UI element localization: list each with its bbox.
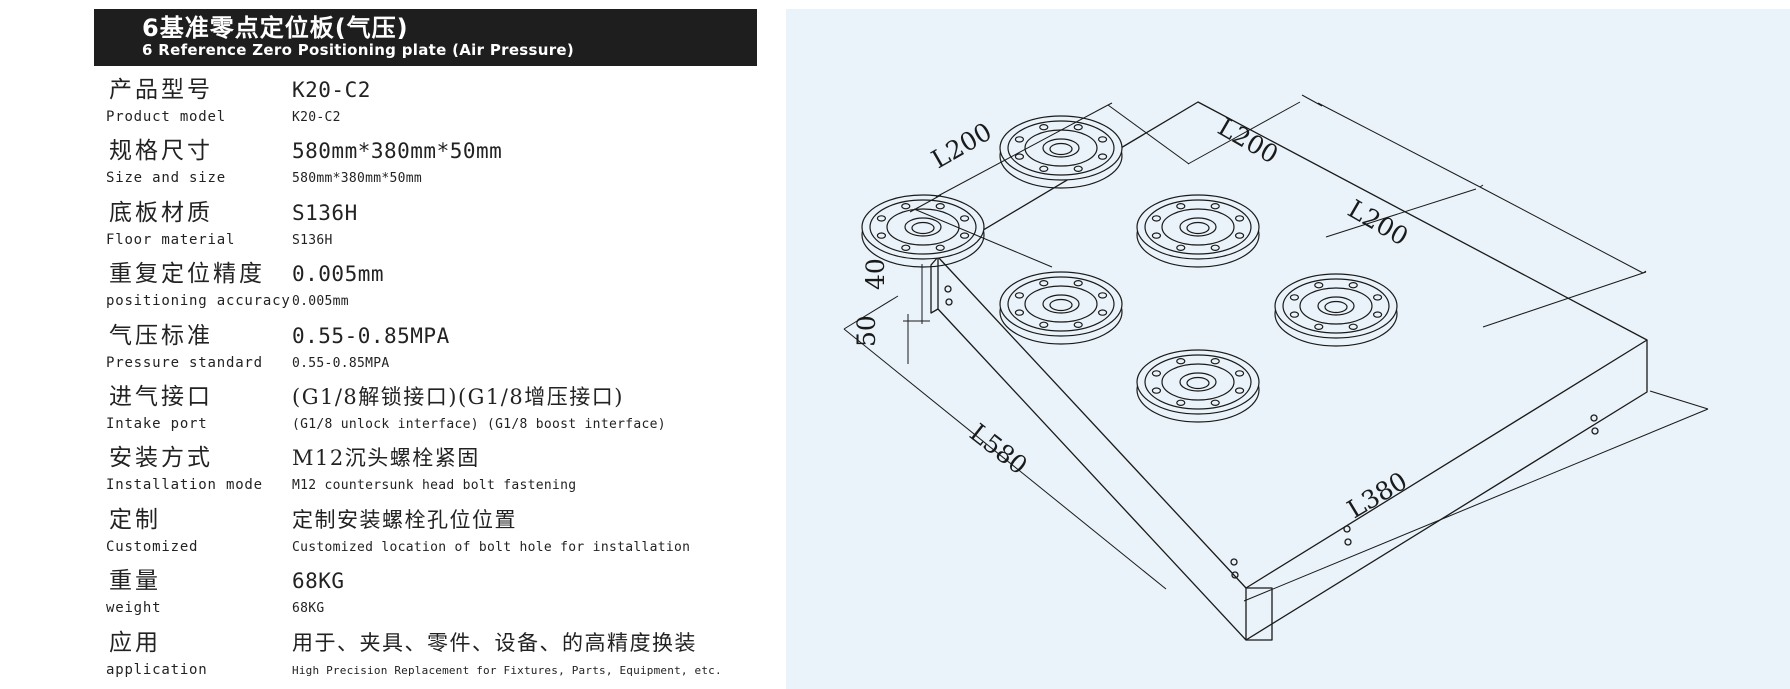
value-main: 用于、夹具、零件、设备、的高精度换装 [292,630,697,655]
spec-row-material: 底板材质 Floor material S136H S136H [94,193,757,254]
plate-chamfer-left [930,256,939,314]
label-en: Installation mode [106,477,263,494]
spec-table: 产品型号 Product model K20-C2 K20-C2 规格尺寸 Si… [94,70,757,684]
label-cn: 重量 [109,568,161,595]
spec-row-installation: 安装方式 Installation mode M12沉头螺栓紧固 M12 cou… [94,438,757,499]
chuck-1 [999,115,1123,189]
label-cn: 规格尺寸 [109,138,213,165]
value-sub: (G1/8 unlock interface) (G1/8 boost inte… [292,416,666,432]
value-main: 580mm*380mm*50mm [292,139,503,164]
label-en: Pressure standard [106,354,263,371]
spec-row-size: 规格尺寸 Size and size 580mm*380mm*50mm 580m… [94,131,757,192]
label-cn: 产品型号 [109,77,213,103]
value-main: 0.005mm [292,262,385,287]
value-sub: 580mm*380mm*50mm [292,171,423,187]
label-en: Size and size [106,170,226,187]
title-en: 6 Reference Zero Positioning plate (Air … [142,41,575,59]
dimension-lines [843,94,1709,602]
dim-50: 50 [852,315,881,347]
label-cn: 底板材质 [109,199,213,226]
label-cn: 定制 [109,506,161,533]
value-main: S136H [292,200,358,225]
dim-l580: L580 [964,418,1033,480]
label-en: positioning accuracy [106,293,291,310]
value-main: 0.55-0.85MPA [292,323,450,348]
plate-chamfer-front [1246,587,1273,641]
chuck-4 [999,271,1123,345]
spec-row-weight: 重量 weight 68KG 68KG [94,561,757,622]
dim-l200-top: L200 [1213,112,1283,169]
value-main: 68KG [292,569,345,594]
plate-drawing: L200 L200 L200 40 50 L580 L380 [843,94,1709,641]
spec-panel: 6基准零点定位板(气压) 6 Reference Zero Positionin… [94,9,757,678]
plate-right-side [1245,340,1648,641]
zero-point-chucks [861,115,1398,423]
value-main: K20-C2 [292,78,371,102]
label-en: application [106,661,208,678]
spec-header: 6基准零点定位板(气压) 6 Reference Zero Positionin… [94,9,757,66]
value-sub: M12 countersunk head bolt fastening [292,478,577,494]
value-sub: K20-C2 [292,110,341,125]
value-sub: Customized location of bolt hole for ins… [292,539,691,555]
spec-row-application: 应用 application 用于、夹具、零件、设备、的高精度换装 High P… [94,623,757,684]
spec-row-product-model: 产品型号 Product model K20-C2 K20-C2 [94,70,757,131]
dim-40: 40 [861,258,890,290]
chuck-3 [1136,194,1260,268]
label-cn: 重复定位精度 [109,261,265,288]
spec-row-pressure: 气压标准 Pressure standard 0.55-0.85MPA 0.55… [94,316,757,377]
value-main: M12沉头螺栓紧固 [292,446,480,471]
chuck-2 [861,194,985,268]
label-cn: 气压标准 [109,322,213,349]
plate-left-side [937,257,1247,641]
value-sub: 0.55-0.85MPA [292,355,390,371]
spec-row-customized: 定制 Customized 定制安装螺栓孔位位置 Customized loca… [94,500,757,561]
label-en: Product model [106,109,226,125]
dim-l200-right: L200 [1343,194,1413,251]
title-cn: 6基准零点定位板(气压) [142,14,409,42]
spec-row-accuracy: 重复定位精度 positioning accuracy 0.005mm 0.00… [94,254,757,315]
chuck-6 [1136,349,1260,423]
label-cn: 应用 [109,629,161,656]
label-en: Intake port [106,415,208,432]
label-en: weight [106,600,162,617]
value-main: 定制安装螺栓孔位位置 [292,507,517,532]
label-en: Customized [106,538,199,555]
value-sub: High Precision Replacement for Fixtures,… [292,663,722,677]
label-cn: 进气接口 [109,383,213,410]
value-sub: 68KG [292,601,325,617]
label-en: Floor material [106,231,236,248]
chuck-5 [1274,273,1398,347]
side-holes [944,285,1599,579]
dim-l380: L380 [1342,466,1412,524]
technical-drawing-panel: L200 L200 L200 40 50 L580 L380 [786,9,1790,689]
value-main: (G1/8解锁接口)(G1/8增压接口) [292,384,624,409]
value-sub: 0.005mm [292,294,349,310]
label-cn: 安装方式 [109,445,213,472]
value-sub: S136H [292,232,333,248]
dim-l200-left: L200 [927,117,997,174]
spec-row-intake-port: 进气接口 Intake port (G1/8解锁接口)(G1/8增压接口) (G… [94,377,757,438]
